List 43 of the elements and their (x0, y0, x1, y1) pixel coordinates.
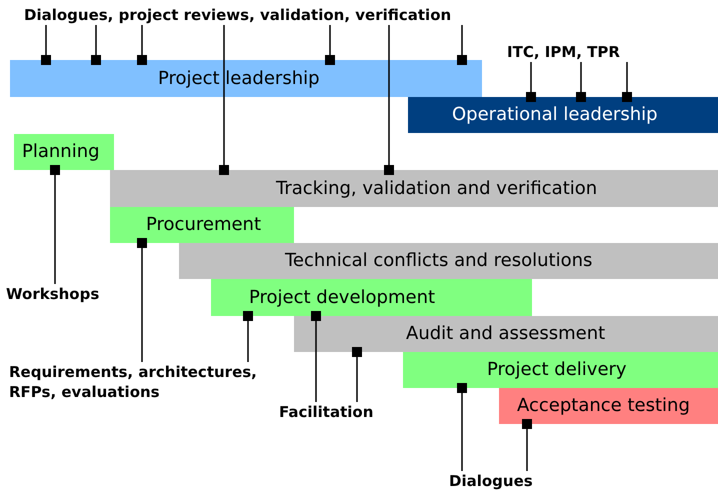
timeline-bar (110, 207, 294, 243)
timeline-bar (179, 243, 718, 279)
leader-line (522, 419, 532, 471)
timeline-bar (499, 388, 718, 424)
leader-line (91, 25, 101, 65)
timeline-bar (408, 97, 718, 133)
bar-label: Acceptance testing (517, 395, 690, 417)
leader-line (50, 165, 60, 284)
leader-line (41, 25, 51, 65)
bar-label: Audit and assessment (406, 323, 606, 345)
annotation-text: Requirements, architectures, RFPs, evaluations (9, 362, 309, 402)
timeline-bar (211, 279, 532, 316)
leader-line (622, 62, 632, 102)
timeline-bar (110, 170, 718, 207)
annotation-text: Dialogues, project reviews, validation, verification (24, 5, 524, 25)
leader-line (137, 25, 147, 65)
annotation-text: Dialogues (449, 471, 549, 491)
timeline-bar (14, 134, 114, 170)
leader-line (243, 311, 253, 362)
timeline-bar (403, 352, 718, 388)
annotation-text: ITC, IPM, TPR (507, 42, 647, 62)
bar-label: Project development (249, 286, 436, 308)
bar-label: Procurement (146, 214, 262, 236)
leader-line (219, 25, 229, 175)
bar-label: Technical conflicts and resolutions (285, 250, 592, 272)
timeline-bar (294, 316, 718, 352)
leader-line (457, 25, 467, 65)
leader-line (137, 238, 147, 362)
leader-line (352, 347, 362, 402)
bar-label: Project leadership (158, 68, 320, 90)
annotation-text: Facilitation (279, 402, 391, 422)
leader-line (457, 383, 467, 471)
leader-line (311, 311, 321, 402)
timeline-bar (10, 60, 482, 97)
bar-label: Tracking, validation and verification (276, 178, 598, 200)
leader-line (384, 25, 394, 175)
bar-label: Project delivery (487, 359, 627, 381)
leader-line (325, 25, 335, 65)
annotation-text: Workshops (6, 284, 116, 304)
bar-label: Planning (22, 141, 100, 163)
leader-line (526, 62, 536, 102)
leader-line (576, 62, 586, 102)
bar-label: Operational leadership (452, 104, 658, 126)
